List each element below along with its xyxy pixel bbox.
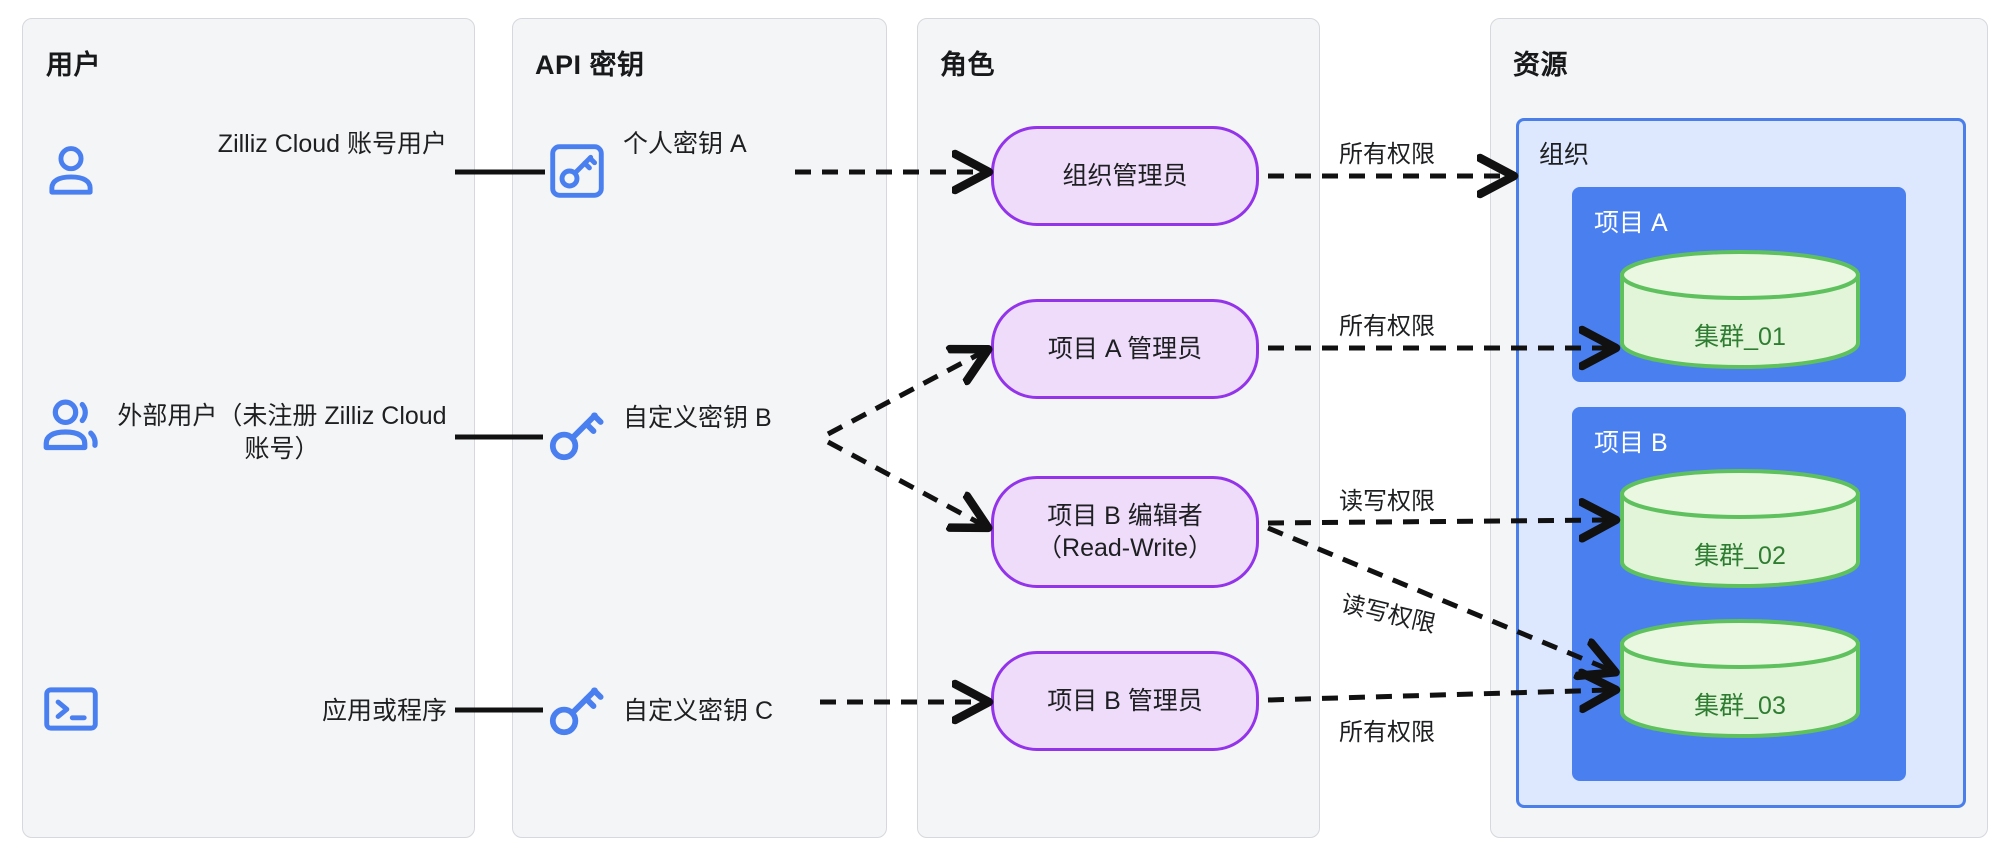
users-icon: [38, 393, 104, 464]
role-pill-project-a-admin[interactable]: 项目 A 管理员: [991, 299, 1259, 399]
cluster-01-label: 集群_01: [1694, 323, 1786, 351]
cluster-02-label: 集群_02: [1694, 542, 1786, 570]
role-label: 组织管理员: [1062, 161, 1188, 190]
lane-title-users: 用户: [46, 50, 101, 80]
boxed-key-icon: [546, 140, 608, 207]
project-a-label: 项目 A: [1594, 209, 1668, 237]
role-label: 项目 B 编辑者 （Read-Write）: [1037, 501, 1213, 563]
role-pill-project-b-editor[interactable]: 项目 B 编辑者 （Read-Write）: [991, 476, 1259, 588]
user-icon: [40, 140, 102, 207]
lane-title-resources: 资源: [1513, 50, 1568, 80]
role-label: 项目 A 管理员: [1047, 334, 1203, 363]
project-b-label: 项目 B: [1594, 429, 1668, 457]
edge-label-proj-b-editor-rw: 读写权限: [1339, 488, 1435, 515]
cluster-02-cylinder: 集群_02: [1618, 468, 1862, 593]
org-label: 组织: [1539, 141, 1590, 169]
key-icon-c: [544, 675, 610, 746]
edge-label-org-admin-all: 所有权限: [1339, 141, 1435, 168]
user-label-0: Zilliz Cloud 账号用户: [217, 130, 447, 158]
edge-label-proj-b-editor-rw-2: 读写权限: [1338, 590, 1439, 639]
cluster-03-label: 集群_03: [1694, 692, 1786, 720]
role-label: 项目 B 管理员: [1047, 686, 1203, 715]
lane-title-api-keys: API 密钥: [535, 50, 645, 80]
user-label-2: 应用或程序: [321, 697, 447, 725]
edge-label-proj-a-admin-all: 所有权限: [1339, 313, 1435, 340]
cluster-03-cylinder: 集群_03: [1618, 618, 1862, 743]
api-key-label-1: 自定义密钥 B: [623, 404, 772, 432]
role-pill-org-admin[interactable]: 组织管理员: [991, 126, 1259, 226]
terminal-icon: [40, 678, 102, 745]
user-label-1: 外部用户（未注册 Zilliz Cloud 账号）: [117, 402, 447, 463]
cluster-01-cylinder: 集群_01: [1618, 249, 1862, 374]
lane-title-roles: 角色: [940, 50, 995, 80]
role-pill-project-b-admin[interactable]: 项目 B 管理员: [991, 651, 1259, 751]
edge-label-proj-b-admin-all: 所有权限: [1339, 719, 1435, 746]
api-key-label-2: 自定义密钥 C: [623, 697, 774, 725]
api-key-label-0: 个人密钥 A: [623, 130, 747, 158]
key-icon-b: [544, 400, 610, 471]
